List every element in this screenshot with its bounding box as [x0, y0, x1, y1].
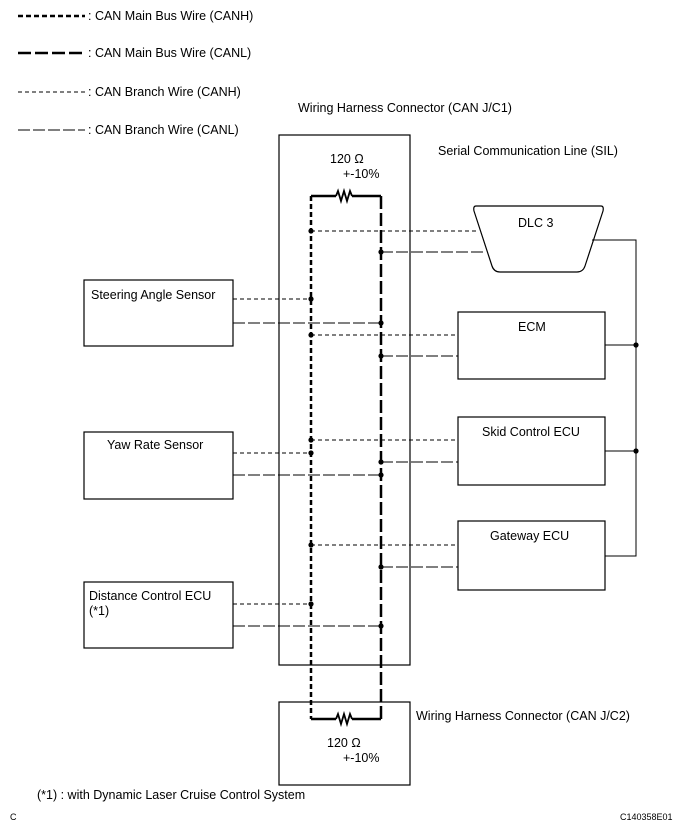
- dlc3-connector-shape: [473, 205, 604, 273]
- footnote: (*1) : with Dynamic Laser Cruise Control…: [37, 788, 305, 802]
- junction-dots: [308, 228, 639, 629]
- distance-control-ecu-box: [83, 581, 234, 649]
- dlc3-label: DLC 3: [518, 216, 553, 230]
- resistor-bottom-icon: [335, 710, 353, 728]
- connector-jc2-box: [278, 701, 411, 786]
- connector-jc2-label: Wiring Harness Connector (CAN J/C2): [416, 709, 630, 723]
- steering-angle-sensor-box: [83, 279, 234, 347]
- branch-wires: [233, 230, 484, 627]
- resistor-top-icon: [335, 187, 353, 205]
- resistor-bottom-value: 120 Ω: [327, 736, 361, 750]
- resistor-top-tolerance: +-10%: [343, 167, 379, 181]
- distance-control-ecu-note: (*1): [89, 604, 109, 618]
- figure-code: C140358E01: [620, 812, 673, 822]
- resistor-bottom-tolerance: +-10%: [343, 751, 379, 765]
- ecm-label: ECM: [518, 320, 546, 334]
- sil-label: Serial Communication Line (SIL): [438, 144, 618, 158]
- legend: : CAN Main Bus Wire (CANH) : CAN Main Bu…: [18, 9, 253, 137]
- yaw-rate-sensor-label: Yaw Rate Sensor: [107, 438, 203, 452]
- yaw-rate-sensor-box: [83, 431, 234, 500]
- skid-control-ecu-label: Skid Control ECU: [482, 425, 580, 439]
- sil-line: [592, 239, 637, 557]
- corner-left-label: C: [10, 812, 17, 822]
- legend-label-main-canh: : CAN Main Bus Wire (CANH): [88, 9, 253, 23]
- distance-control-ecu-label: Distance Control ECU: [89, 589, 211, 603]
- legend-label-branch-canl: : CAN Branch Wire (CANL): [88, 123, 239, 137]
- steering-angle-sensor-label: Steering Angle Sensor: [91, 288, 215, 302]
- sil-trunk: [592, 239, 637, 557]
- legend-label-main-canl: : CAN Main Bus Wire (CANL): [88, 46, 251, 60]
- connector-jc1-box: [278, 134, 411, 666]
- connector-jc1-label: Wiring Harness Connector (CAN J/C1): [298, 101, 512, 115]
- resistor-top-value: 120 Ω: [330, 152, 364, 166]
- legend-label-branch-canh: : CAN Branch Wire (CANH): [88, 85, 241, 99]
- gateway-ecu-label: Gateway ECU: [490, 529, 569, 543]
